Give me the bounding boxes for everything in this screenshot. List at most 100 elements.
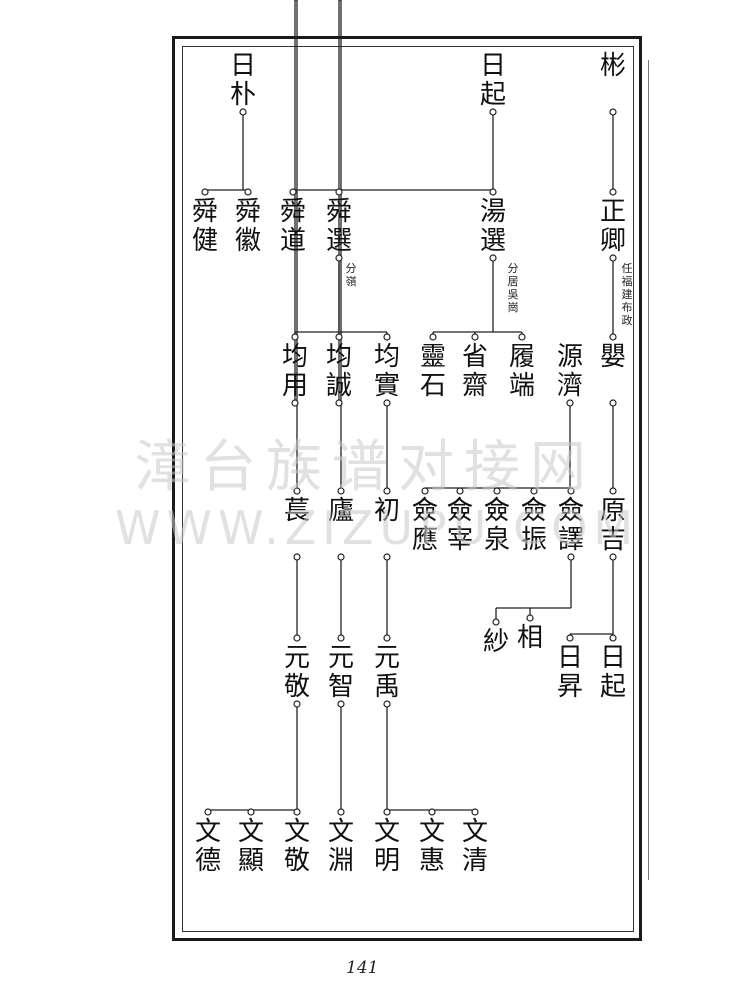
node-marker [428, 808, 436, 816]
watermark-title: 漳台族谱对接网 [134, 435, 596, 500]
page-edge-line [648, 60, 649, 880]
page-border-inner [182, 46, 634, 932]
person-p-q4: 僉 宰 [446, 496, 473, 555]
node-marker [383, 808, 391, 816]
node-marker [335, 188, 343, 196]
person-p-q2: 僉 振 [520, 496, 547, 555]
person-p-wenyuan: 文 淵 [327, 817, 354, 876]
node-marker [291, 333, 299, 341]
watermark: 漳台族谱对接网 WWW.ZIZUPU.COM [115, 435, 640, 556]
node-marker [335, 399, 343, 407]
node-marker [489, 188, 497, 196]
person-p-tang: 湯 選 [479, 197, 506, 256]
node-marker [609, 188, 617, 196]
node-marker [239, 108, 247, 116]
node-marker [567, 553, 575, 561]
person-p-shengqi: 省 齋 [461, 342, 488, 401]
node-marker [518, 333, 526, 341]
node-marker [421, 487, 429, 495]
node-marker [204, 808, 212, 816]
person-p-wenxian: 文 顯 [237, 817, 264, 876]
page-border-outer [172, 36, 642, 941]
node-marker [530, 487, 538, 495]
person-p-yuanzhi: 元 智 [327, 643, 354, 702]
node-marker [609, 487, 617, 495]
person-p-shundao: 舜 道 [279, 197, 306, 256]
node-marker [291, 399, 299, 407]
node-marker [489, 254, 497, 262]
person-p-juncheng: 均 誠 [325, 342, 352, 401]
node-marker [493, 487, 501, 495]
node-marker [567, 487, 575, 495]
node-marker [383, 399, 391, 407]
node-marker [566, 399, 574, 407]
node-marker [383, 700, 391, 708]
annotation-tang: 分居吳崗 [507, 262, 519, 314]
person-p-ying: 嬰 [599, 342, 626, 372]
person-p-wenming: 文 明 [373, 817, 400, 876]
watermark-url: WWW.ZIZUPU.COM [115, 501, 640, 555]
person-p-yuanyu: 元 禹 [373, 643, 400, 702]
node-marker [566, 634, 574, 642]
node-marker [489, 108, 497, 116]
person-p-sha: 紗 [482, 627, 509, 657]
person-p-junshi: 均 實 [373, 342, 400, 401]
node-marker [471, 808, 479, 816]
person-p-risheng: 日 昇 [556, 643, 583, 702]
person-p-shunjian: 舜 健 [191, 197, 218, 256]
person-p-xiang: 相 [516, 623, 543, 653]
person-p-wenjing: 文 敬 [283, 817, 310, 876]
node-marker [456, 487, 464, 495]
node-marker [293, 700, 301, 708]
node-marker [337, 700, 345, 708]
person-p-yuanji: 源 濟 [556, 342, 583, 401]
page-number: 141 [346, 958, 379, 978]
node-marker [383, 487, 391, 495]
node-marker [337, 487, 345, 495]
node-marker [383, 634, 391, 642]
person-p-yuanjing: 元 敬 [283, 643, 310, 702]
person-p-luduan: 履 端 [508, 342, 535, 401]
node-marker [471, 333, 479, 341]
person-p-wende: 文 德 [194, 817, 221, 876]
person-p-liang: 靈 石 [419, 342, 446, 401]
node-marker [609, 553, 617, 561]
person-p-ribu: 日 朴 [229, 51, 256, 110]
node-marker [383, 333, 391, 341]
node-marker [293, 808, 301, 816]
person-p-zhengqing: 正 卿 [599, 197, 626, 256]
node-marker [201, 188, 209, 196]
person-p-shunxuan: 舜 選 [325, 197, 352, 256]
node-marker [244, 188, 252, 196]
node-marker [526, 614, 534, 622]
node-marker [609, 399, 617, 407]
person-p-wenqing: 文 清 [461, 817, 488, 876]
node-marker [337, 808, 345, 816]
node-marker [335, 254, 343, 262]
node-marker [609, 108, 617, 116]
node-marker [337, 634, 345, 642]
person-p-junyong: 均 用 [281, 342, 308, 401]
node-marker [247, 808, 255, 816]
person-p-yuanji2: 原 吉 [599, 496, 626, 555]
node-marker [293, 634, 301, 642]
node-marker [609, 634, 617, 642]
node-marker [335, 333, 343, 341]
person-p-chang: 萇 [283, 496, 310, 526]
node-marker [609, 254, 617, 262]
person-p-q5: 僉 應 [411, 496, 438, 555]
annotation-shunxuan: 分嶺 [345, 262, 357, 288]
person-p-chu: 初 [373, 496, 400, 526]
person-p-q3: 僉 泉 [483, 496, 510, 555]
annotation-zhengqing: 任福建布政 [621, 262, 633, 327]
node-marker [383, 553, 391, 561]
node-marker [289, 188, 297, 196]
node-marker [337, 553, 345, 561]
person-p-riqi2: 日 起 [599, 643, 626, 702]
node-marker [609, 333, 617, 341]
person-p-riqi: 日 起 [479, 51, 506, 110]
person-p-lu: 廬 [327, 496, 354, 526]
node-marker [492, 618, 500, 626]
